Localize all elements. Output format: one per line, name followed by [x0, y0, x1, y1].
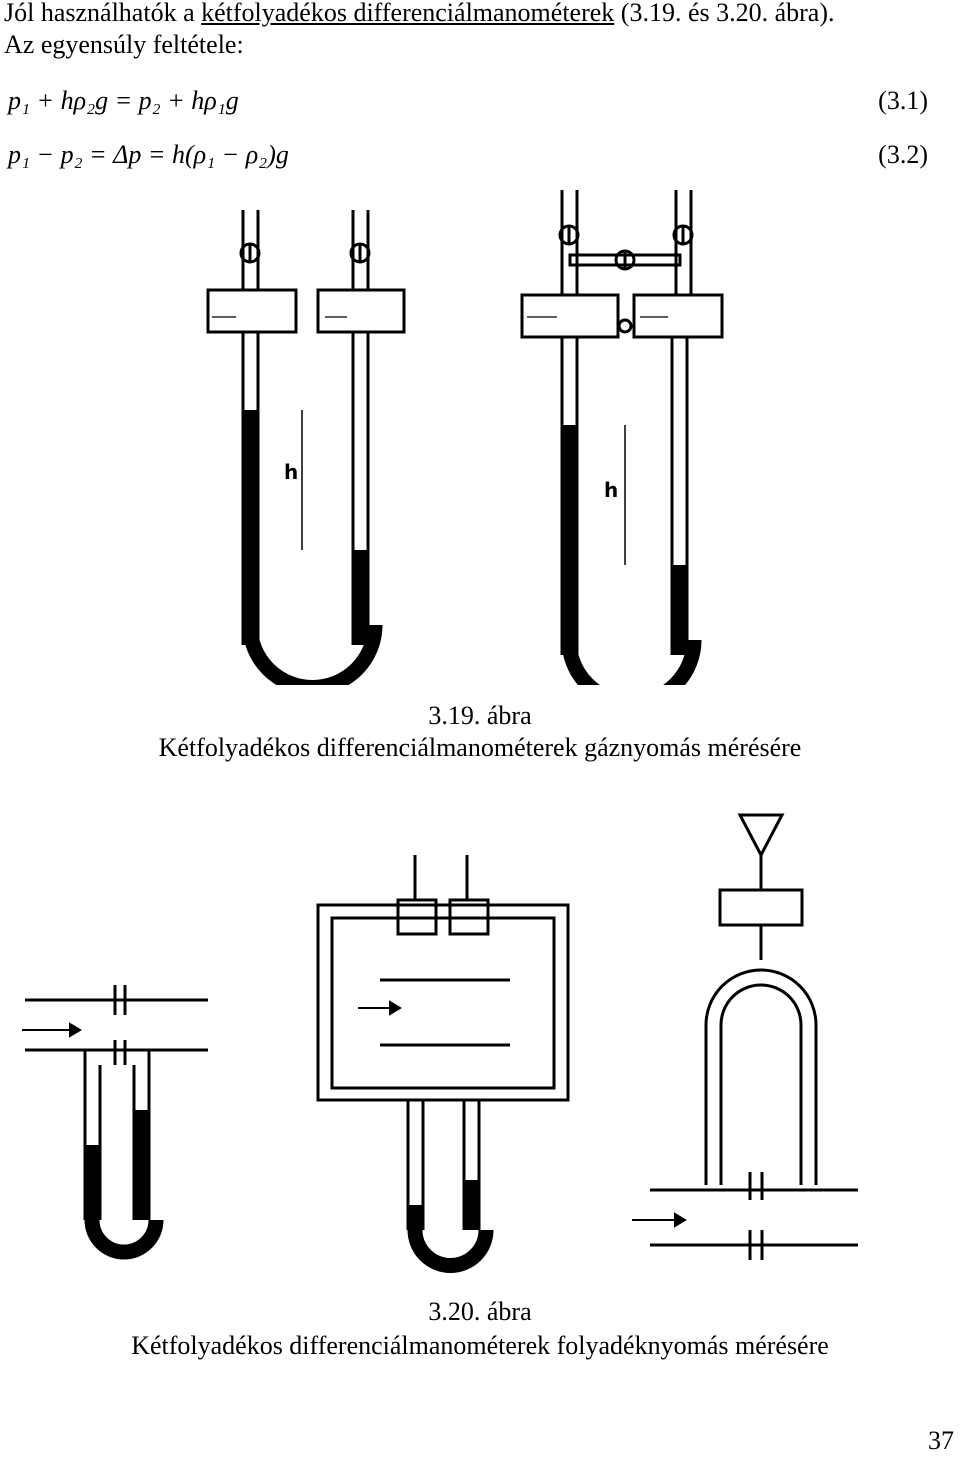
figure-3-19-h-right: h	[604, 478, 619, 502]
equation-3-2-number: (3.2)	[878, 140, 928, 169]
figure-3-19-h-left: h	[284, 460, 299, 484]
page-number: 37	[928, 1426, 954, 1455]
equation-3-2: p₁ − p₂ = Δp = h(ρ₁ − ρ₂)g	[8, 140, 289, 169]
figure-3-19-diagram	[206, 190, 724, 685]
figure-3-20-diagram	[22, 813, 858, 1273]
intro-line-1: Jól használhatók a kétfolyadékos differe…	[4, 0, 835, 28]
equation-3-1-number: (3.1)	[878, 86, 928, 115]
figure-3-20-caption-number: 3.20. ábra	[428, 1297, 532, 1326]
intro-text-pre: Jól használhatók a	[4, 0, 202, 27]
intro-text-post: (3.19. és 3.20. ábra).	[614, 0, 835, 27]
figure-3-19-caption-text: Kétfolyadékos differenciálmanométerek gá…	[158, 733, 802, 762]
intro-link-term: kétfolyadékos differenciálmanométerek	[201, 0, 615, 27]
figure-3-19-caption-number: 3.19. ábra	[428, 701, 532, 730]
intro-line-2: Az egyensúly feltétele:	[4, 30, 244, 59]
figure-3-20-caption-text: Kétfolyadékos differenciálmanométerek fo…	[131, 1331, 829, 1360]
equation-3-1: p₁ + hρ₂g = p₂ + hρ₁g	[8, 86, 239, 115]
